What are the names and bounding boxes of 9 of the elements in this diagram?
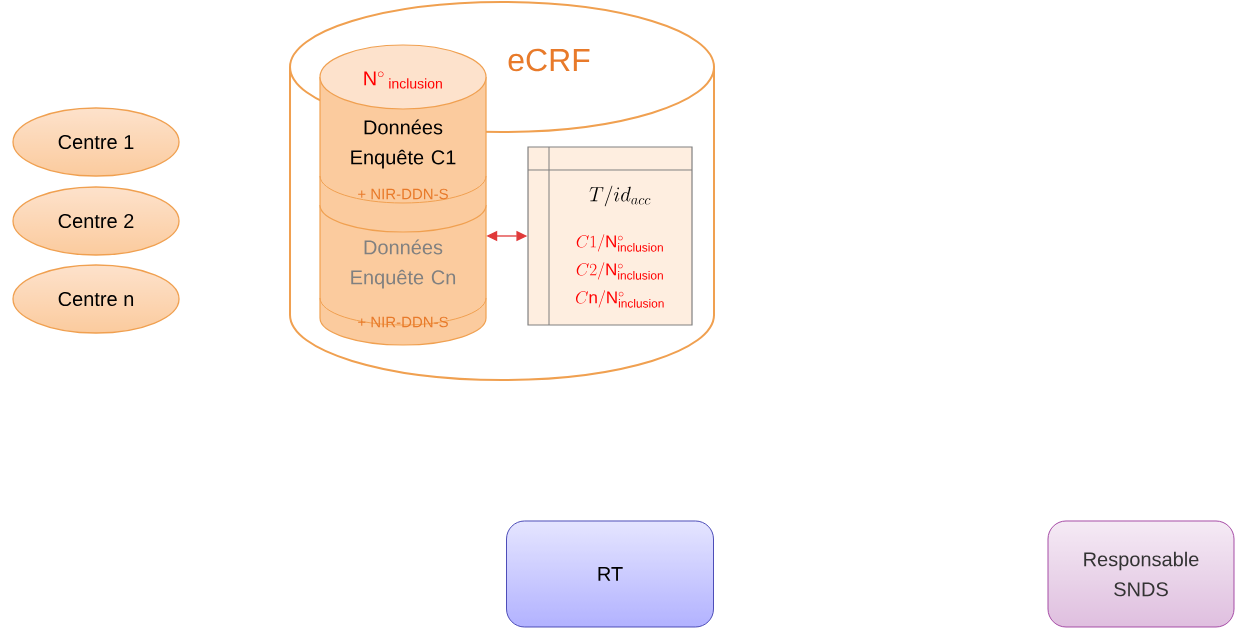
node-label: + NIR-DDN-S: [358, 316, 448, 328]
node-label: $\mathrm{N}^{\circ}\,_{\mathrm{inclusion}}$: [364, 71, 442, 89]
node-label: Données Enquête Cn: [351, 239, 456, 289]
node-label: Données Enquête C1: [351, 119, 456, 169]
process-box: Responsable SNDS: [1047, 520, 1235, 628]
table-card: $T/id_{acc}$ $C1/\mathrm{N}^{\circ}_{\mathrm{inclusion}}$ $C2/\mathrm{N}^{\circ}_{\mathrm{inclusion}}$ $C\mathrm{n}/\mathrm{N}^{\circ}_{\mathrm{inclusion}}$: [527, 146, 693, 326]
database-cylinder: $\mathrm{N}^{\circ}\,_{\mathrm{inclusion}}$ Données Enquête C1 + NIR-DDN-S: [319, 44, 487, 233]
node-label: + NIR-DDN-S: [358, 188, 448, 200]
process-box: RT: [506, 520, 714, 628]
